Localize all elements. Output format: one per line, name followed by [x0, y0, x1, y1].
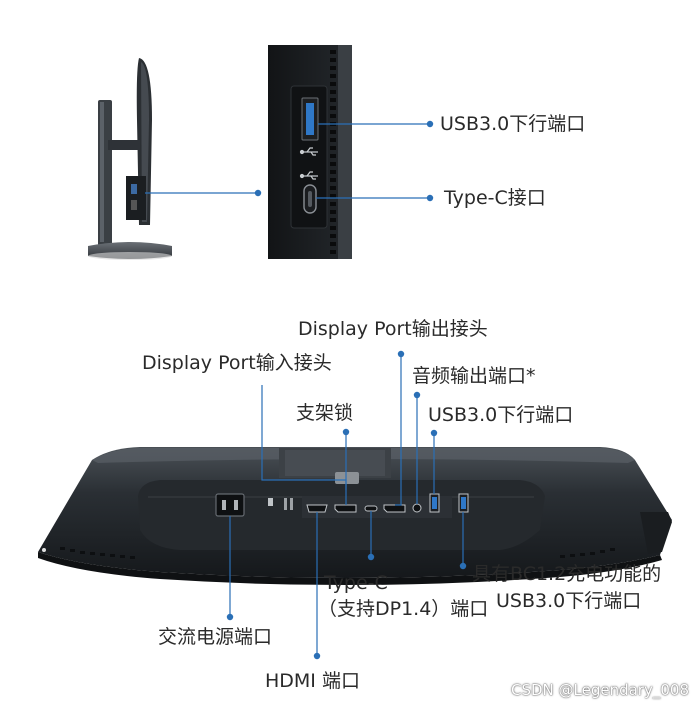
label-side-usb: USB3.0下行端口 [440, 113, 585, 135]
typec-leader-dot [427, 195, 433, 201]
label-usb-down: USB3.0下行端口 [428, 404, 573, 426]
zoomed-side-panel [268, 45, 352, 259]
usb-leader-dot [427, 121, 433, 127]
label-side-typec: Type-C接口 [444, 187, 546, 209]
watermark: CSDN @Legendary_008 [511, 681, 689, 699]
label-bc-line2: USB3.0下行端口 [496, 590, 641, 612]
side-view-monitor [88, 58, 172, 260]
label-dp-in: Display Port输入接头 [142, 352, 332, 374]
label-audio-out: 音频输出端口* [412, 365, 536, 387]
side-leader-dot [255, 190, 261, 196]
label-typec-line2: （支持DP1.4）端口 [318, 598, 488, 620]
label-typec-line1: Type-C [324, 572, 388, 594]
label-bc-line1: 具有BC1.2充电功能的 [472, 563, 661, 585]
label-stand-lock: 支架锁 [296, 402, 353, 424]
label-dp-out: Display Port输出接头 [298, 318, 488, 340]
label-ac-power: 交流电源端口 [158, 626, 272, 648]
label-hdmi: HDMI 端口 [265, 670, 360, 692]
